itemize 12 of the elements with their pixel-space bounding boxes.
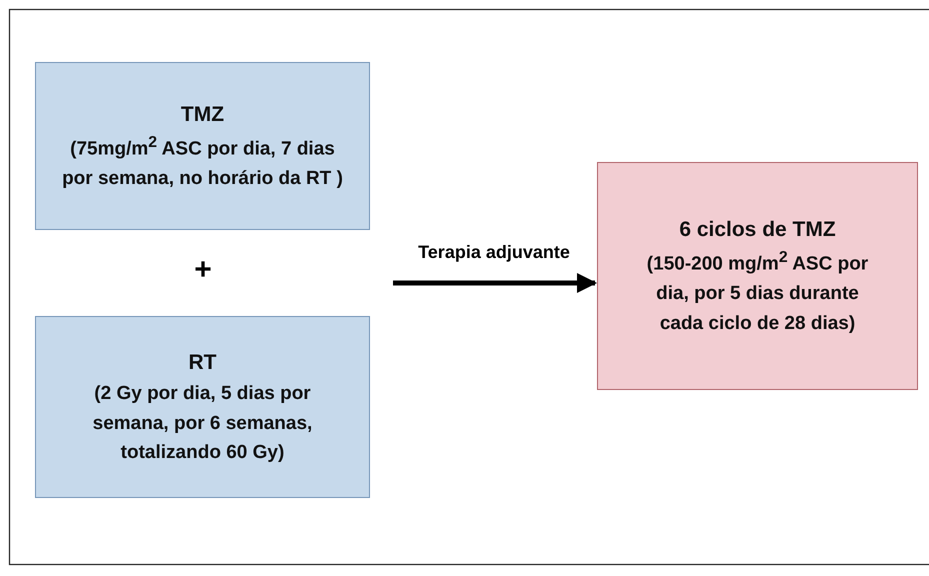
edge-label: Terapia adjuvante [418,242,570,263]
process-box [35,316,370,498]
process-box [35,62,370,230]
box-heading: 6 ciclos de TMZ [679,216,836,243]
box-heading: RT [188,350,216,376]
arrow [393,273,597,293]
plus-sign: + [194,253,212,287]
box-description: (75mg/m$^{2}$ ASC por dia, 7 dias por semana, no horário da RT ) [62,133,343,191]
process-box [597,162,918,390]
box-description: (2 Gy por dia, 5 dias por semana, por 6 semanas, totalizando 60 Gy) [92,382,314,465]
box-heading: TMZ [180,102,224,128]
box-description: (150-200 mg/m$^{2}$ ASC por dia, por 5 dias durante cada ciclo de 28 dias) [646,248,870,336]
